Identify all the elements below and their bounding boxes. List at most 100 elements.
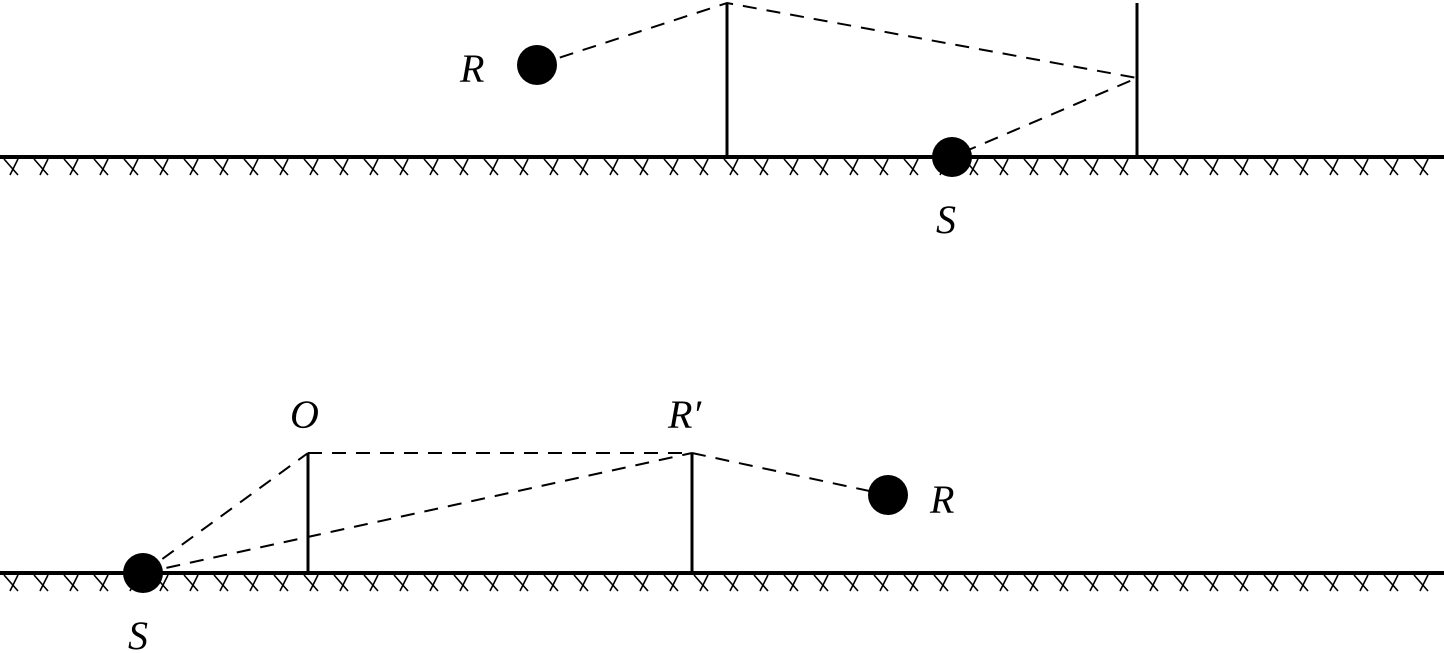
hatch-mark <box>579 574 589 592</box>
hatch-mark <box>549 158 559 176</box>
hatch-mark <box>1113 574 1129 592</box>
hatch-mark <box>513 574 529 592</box>
hatch-mark <box>609 574 619 592</box>
top-source-label: S <box>936 197 956 242</box>
bottom-image-label: R′ <box>667 392 702 437</box>
hatch-mark <box>519 158 529 176</box>
hatch-mark <box>249 574 259 592</box>
hatch-mark <box>3 158 19 176</box>
hatch-mark <box>843 158 859 176</box>
hatch-mark <box>1179 158 1189 176</box>
hatch-mark <box>633 574 649 592</box>
hatch-mark <box>1053 574 1069 592</box>
hatch-mark <box>279 158 289 176</box>
hatch-mark <box>849 574 859 592</box>
hatch-mark <box>1143 574 1159 592</box>
hatch-mark <box>33 574 49 592</box>
hatch-mark <box>813 574 829 592</box>
hatch-mark <box>723 158 739 176</box>
hatch-mark <box>1383 574 1399 592</box>
hatch-mark <box>783 574 799 592</box>
hatch-mark <box>999 158 1009 176</box>
hatch-mark <box>39 574 49 592</box>
hatch-mark <box>819 574 829 592</box>
hatch-mark <box>549 574 559 592</box>
hatch-mark <box>249 158 259 176</box>
hatch-mark <box>309 574 319 592</box>
hatch-mark <box>1389 158 1399 176</box>
hatch-mark <box>993 574 1009 592</box>
hatch-mark <box>573 158 589 176</box>
hatch-mark <box>183 574 199 592</box>
hatch-mark <box>189 574 199 592</box>
hatch-mark <box>1419 574 1429 592</box>
hatch-mark <box>1173 158 1189 176</box>
hatch-mark <box>699 158 709 176</box>
hatch-mark <box>663 574 679 592</box>
hatch-mark <box>183 158 199 176</box>
hatch-mark <box>219 158 229 176</box>
hatch-mark <box>513 158 529 176</box>
hatch-mark <box>453 158 469 176</box>
hatch-mark <box>993 158 1009 176</box>
bottom-path-source-to-image <box>142 452 693 574</box>
hatch-mark <box>1149 158 1159 176</box>
hatch-mark <box>309 158 319 176</box>
hatch-mark <box>819 158 829 176</box>
hatch-mark <box>1119 574 1129 592</box>
hatch-mark <box>1209 574 1219 592</box>
hatch-mark <box>93 158 109 176</box>
hatch-mark <box>93 574 109 592</box>
hatch-mark <box>1113 158 1129 176</box>
hatch-mark <box>753 158 769 176</box>
hatch-mark <box>729 158 739 176</box>
bottom-ground-hatching <box>3 574 1429 592</box>
hatch-mark <box>39 158 49 176</box>
hatch-mark <box>363 574 379 592</box>
hatch-mark <box>399 158 409 176</box>
hatch-mark <box>933 574 949 592</box>
hatch-mark <box>69 574 79 592</box>
hatch-mark <box>1299 574 1309 592</box>
hatch-mark <box>273 574 289 592</box>
hatch-mark <box>459 158 469 176</box>
hatch-mark <box>153 158 169 176</box>
hatch-mark <box>603 574 619 592</box>
bottom-edge-label: O <box>290 392 319 437</box>
hatch-mark <box>423 574 439 592</box>
hatch-mark <box>129 158 139 176</box>
hatch-mark <box>243 158 259 176</box>
hatch-mark <box>543 158 559 176</box>
hatch-mark <box>123 158 139 176</box>
hatch-mark <box>1143 158 1159 176</box>
hatch-mark <box>639 158 649 176</box>
hatch-mark <box>573 574 589 592</box>
hatch-mark <box>339 158 349 176</box>
hatch-mark <box>483 158 499 176</box>
hatch-mark <box>753 574 769 592</box>
hatch-mark <box>1053 158 1069 176</box>
hatch-mark <box>489 158 499 176</box>
hatch-mark <box>1263 574 1279 592</box>
hatch-mark <box>159 158 169 176</box>
hatch-mark <box>63 158 79 176</box>
bottom-receiver-point <box>868 475 908 515</box>
hatch-mark <box>213 158 229 176</box>
hatch-mark <box>699 574 709 592</box>
hatch-mark <box>333 158 349 176</box>
hatch-mark <box>843 574 859 592</box>
hatch-mark <box>1359 574 1369 592</box>
hatch-mark <box>579 158 589 176</box>
hatch-mark <box>1323 574 1339 592</box>
hatch-mark <box>333 574 349 592</box>
hatch-mark <box>243 574 259 592</box>
hatch-mark <box>663 158 679 176</box>
hatch-mark <box>1293 158 1309 176</box>
hatch-mark <box>723 574 739 592</box>
hatch-mark <box>1269 574 1279 592</box>
hatch-mark <box>939 574 949 592</box>
hatch-mark <box>483 574 499 592</box>
hatch-mark <box>813 158 829 176</box>
hatch-mark <box>159 574 169 592</box>
hatch-mark <box>9 574 19 592</box>
